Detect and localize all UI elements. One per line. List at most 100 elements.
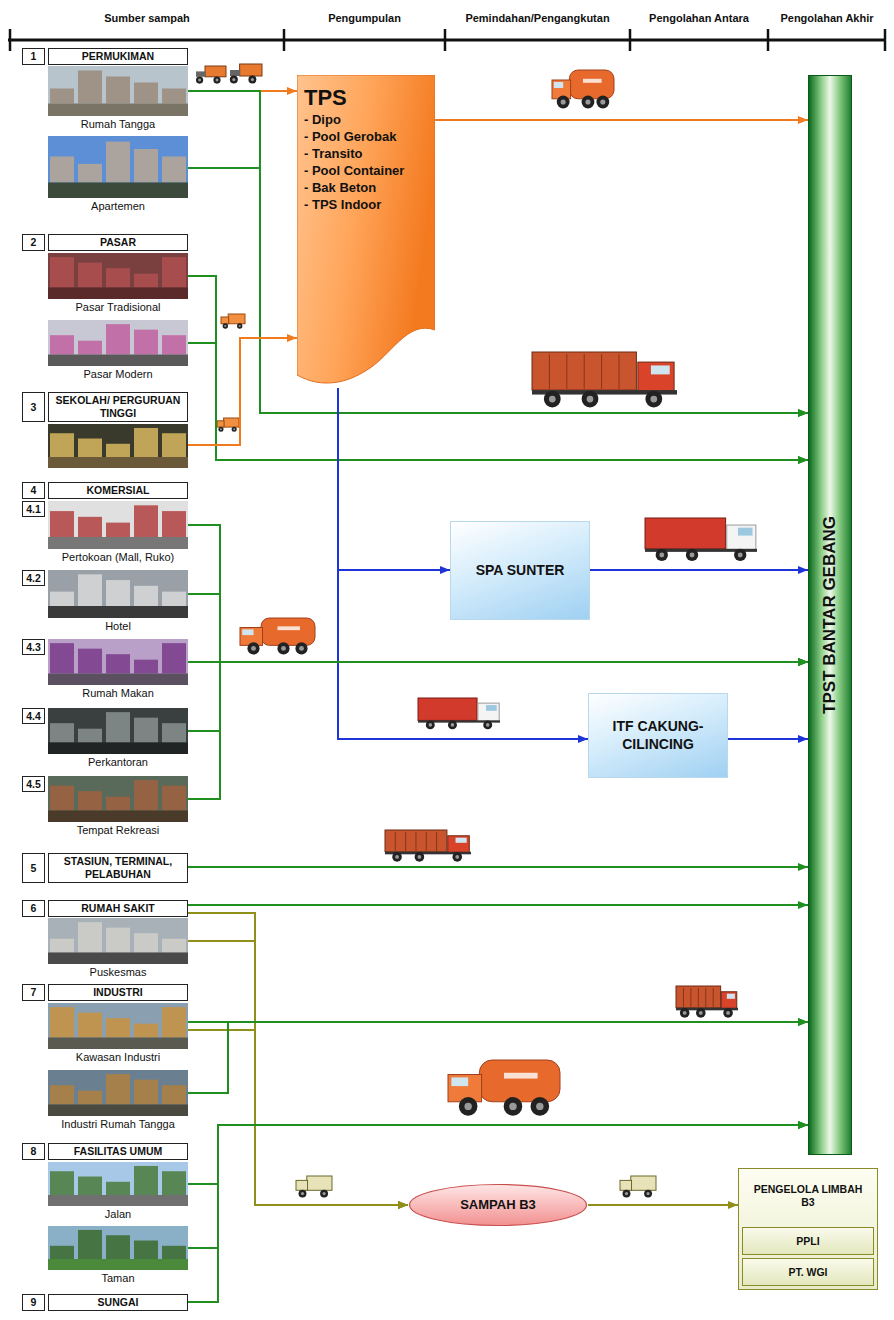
photo-ground: [48, 288, 188, 300]
truck-wheel: [218, 427, 223, 432]
photo-sky: [48, 1162, 188, 1206]
truck-hub: [699, 1011, 703, 1015]
truck-rib: [415, 832, 416, 851]
category-number: 3: [22, 392, 45, 422]
column-header-text: Pengolahan Antara: [649, 12, 749, 24]
truck-rib: [405, 832, 406, 851]
truck-hub: [738, 552, 743, 557]
truck-icon: [418, 698, 500, 729]
header-tick: [9, 29, 12, 51]
photo-building: [106, 654, 130, 673]
photo-building: [78, 791, 102, 810]
truck-wheel: [415, 852, 425, 862]
photo: [48, 1070, 188, 1116]
category-heading-box: 9SUNGAI: [22, 1294, 188, 1311]
truck-wheel: [277, 642, 289, 654]
photo-building: [162, 592, 186, 606]
category-heading-box: 7INDUSTRI: [22, 984, 188, 1001]
photo-ground: [48, 1105, 188, 1117]
truck-rib: [566, 354, 567, 389]
truck-wheel: [213, 76, 220, 83]
truck-wheel: [392, 852, 402, 862]
truck-rib: [683, 988, 684, 1007]
photo-building: [78, 517, 102, 537]
photo: [48, 708, 188, 754]
truck-logo: [583, 79, 602, 83]
photo-building: [50, 1007, 74, 1037]
category-heading: SEKOLAH/ PERGURUAN TINGGI: [48, 392, 188, 422]
tps-outline: [297, 75, 435, 383]
photo-building: [134, 1024, 158, 1038]
truck-wheel: [680, 1008, 690, 1018]
truck-icon: [676, 986, 738, 1018]
truck-wheel: [531, 1097, 550, 1116]
photo-building: [78, 1013, 102, 1038]
header-tick: [283, 29, 286, 51]
flow-arrow: [188, 662, 808, 799]
truck-logo: [278, 626, 301, 630]
photo-sky: [48, 320, 188, 366]
category-heading-box: 4KOMERSIAL: [22, 482, 188, 499]
photo-building: [162, 511, 186, 537]
truck-window: [554, 82, 563, 88]
photo-building: [134, 83, 158, 104]
photo-caption: Puskesmas: [48, 966, 188, 979]
photo-building: [50, 433, 74, 457]
photo-building: [134, 586, 158, 606]
photo-building: [50, 89, 74, 104]
photo-ground: [48, 674, 188, 686]
truck-logo: [504, 1073, 538, 1079]
tps-list-item: - Pool Gerobak: [304, 129, 431, 146]
sub-number: 4.1: [22, 501, 45, 517]
tps-list-item: - Transito: [304, 146, 431, 163]
category-heading: PASAR: [48, 234, 188, 251]
photo-building: [134, 1241, 158, 1259]
category-number: 2: [22, 234, 45, 251]
truck-icon: [645, 518, 757, 561]
truck-icon: [230, 64, 262, 84]
truck-cab: [448, 1075, 482, 1102]
processing-box: ITF CAKUNG- CILINCING: [588, 693, 728, 778]
photo: [48, 639, 188, 685]
truck-icon: [448, 1060, 560, 1116]
tps-list-item: - Bak Beton: [304, 180, 431, 197]
photo-building: [50, 786, 74, 811]
photo-building: [162, 433, 186, 457]
category-number: 9: [22, 1294, 45, 1311]
truck-wheel: [426, 720, 435, 729]
truck-icon: [221, 314, 245, 329]
truck-wheel: [223, 323, 228, 328]
header-tick: [629, 29, 632, 51]
photo-sky: [48, 1226, 188, 1270]
category-number: 5: [22, 853, 45, 883]
source-photo: 4.4Perkantoran: [22, 708, 188, 769]
cart-seat: [230, 70, 240, 76]
truck-hub: [659, 552, 664, 557]
photo-sky: [48, 501, 188, 549]
photo-building: [50, 511, 74, 537]
handler-name: PPLI: [796, 1235, 819, 1248]
photo-building: [134, 718, 158, 743]
category-heading: INDUSTRI: [48, 984, 188, 1001]
category-heading: PERMUKIMAN: [48, 48, 188, 65]
photo-ground: [48, 537, 188, 549]
photo-building: [50, 156, 74, 182]
source-photo: Rumah Tangga: [48, 66, 188, 131]
photo-building: [134, 274, 158, 288]
truck-wheel: [644, 1190, 652, 1198]
truck-icon: [385, 830, 471, 862]
truck-body: [228, 314, 245, 324]
category-heading-box: 8FASILITAS UMUM: [22, 1143, 188, 1160]
truck-wheel: [459, 1097, 478, 1116]
truck-hub: [726, 1011, 730, 1015]
column-header: Pengumpulan: [284, 12, 445, 30]
flow-arrow: [188, 941, 408, 1205]
truck-cab: [217, 421, 224, 427]
photo-building: [162, 1246, 186, 1259]
cart-seat: [196, 71, 206, 76]
photo-building: [162, 257, 186, 287]
photo-building: [106, 712, 130, 742]
flow-arrow: [188, 343, 808, 460]
b3-handler-item: PPLI: [742, 1227, 874, 1255]
photo-building: [134, 933, 158, 952]
